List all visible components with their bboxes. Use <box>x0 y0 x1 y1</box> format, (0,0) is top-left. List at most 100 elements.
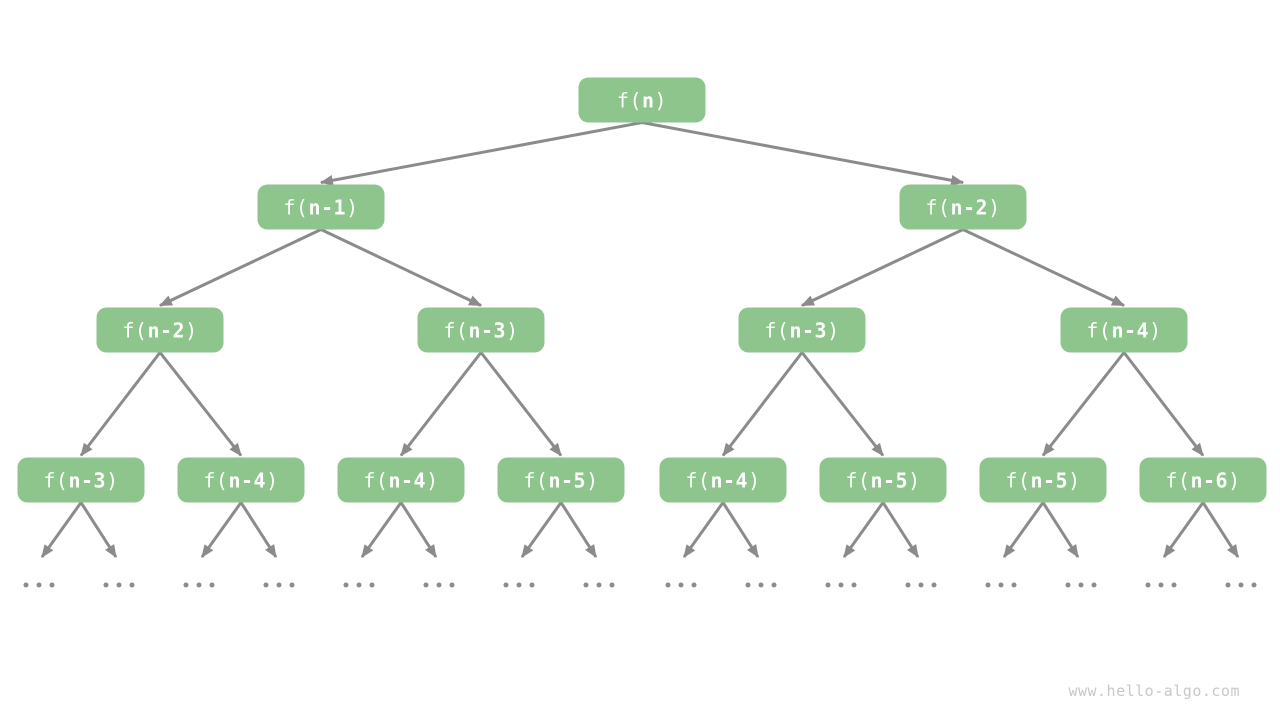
node-label-suffix: ) <box>1228 468 1241 492</box>
node-label-prefix: f( <box>845 468 871 492</box>
dot <box>825 582 831 588</box>
tree-node: f(n-3) <box>738 307 866 353</box>
node-label-prefix: f( <box>443 318 469 342</box>
ellipsis-dots <box>263 582 295 588</box>
dot <box>1065 582 1071 588</box>
node-label-var: n-2 <box>147 318 186 342</box>
tree-node: f(n-6) <box>1139 457 1267 503</box>
ellipsis-dots <box>23 582 55 588</box>
node-label-prefix: f( <box>203 468 229 492</box>
node-label-var: n-4 <box>1111 318 1150 342</box>
dot <box>1225 582 1231 588</box>
node-label-suffix: ) <box>748 468 761 492</box>
dot <box>931 582 937 588</box>
dot <box>1091 582 1097 588</box>
node-label-suffix: ) <box>586 468 599 492</box>
ellipsis-dots <box>1145 582 1177 588</box>
dot <box>691 582 697 588</box>
dot <box>23 582 29 588</box>
node-label-prefix: f( <box>764 318 790 342</box>
node-label-prefix: f( <box>616 88 642 112</box>
dot <box>583 582 589 588</box>
dot <box>1145 582 1151 588</box>
node-label-prefix: f( <box>925 195 951 219</box>
tree-node-root: f(n) <box>578 77 706 123</box>
node-label-prefix: f( <box>1086 318 1112 342</box>
dot <box>36 582 42 588</box>
dot <box>985 582 991 588</box>
node-label-var: n-4 <box>710 468 749 492</box>
tree-node: f(n-5) <box>497 457 625 503</box>
dot <box>529 582 535 588</box>
node-label-var: n-4 <box>388 468 427 492</box>
tree-node: f(n-2) <box>899 184 1027 230</box>
dot <box>49 582 55 588</box>
dot <box>263 582 269 588</box>
dot <box>678 582 684 588</box>
node-label-var: n-1 <box>308 195 347 219</box>
tree-node: f(n-5) <box>819 457 947 503</box>
tree-node: f(n-4) <box>659 457 787 503</box>
node-label-var: n-5 <box>870 468 909 492</box>
node-label-var: n-3 <box>468 318 507 342</box>
ellipsis-dots <box>343 582 375 588</box>
ellipsis-dots <box>103 582 135 588</box>
dot <box>1171 582 1177 588</box>
tree-node: f(n-4) <box>337 457 465 503</box>
node-label-var: n-3 <box>68 468 107 492</box>
watermark: www.hello-algo.com <box>1068 682 1240 700</box>
dot <box>745 582 751 588</box>
node-label-prefix: f( <box>122 318 148 342</box>
dot <box>1078 582 1084 588</box>
node-label-var: n-2 <box>950 195 989 219</box>
tree-node: f(n-3) <box>17 457 145 503</box>
dot <box>116 582 122 588</box>
node-label-var: n-3 <box>789 318 828 342</box>
ellipsis-dots <box>583 582 615 588</box>
node-label-suffix: ) <box>346 195 359 219</box>
node-label-var: n-5 <box>1030 468 1069 492</box>
ellipsis-dots <box>183 582 215 588</box>
dot <box>449 582 455 588</box>
node-label-prefix: f( <box>685 468 711 492</box>
tree-node: f(n-4) <box>1060 307 1188 353</box>
dot <box>1251 582 1257 588</box>
dot <box>503 582 509 588</box>
dot <box>369 582 375 588</box>
dot <box>196 582 202 588</box>
ellipsis-dots <box>985 582 1017 588</box>
node-label-prefix: f( <box>43 468 69 492</box>
node-label-suffix: ) <box>106 468 119 492</box>
ellipsis-dots <box>423 582 455 588</box>
dot <box>1011 582 1017 588</box>
dot <box>129 582 135 588</box>
dot <box>771 582 777 588</box>
dot <box>609 582 615 588</box>
dot <box>665 582 671 588</box>
node-label-prefix: f( <box>1165 468 1191 492</box>
ellipsis-dots <box>1225 582 1257 588</box>
node-label-suffix: ) <box>908 468 921 492</box>
node-label-var: n-5 <box>548 468 587 492</box>
tree-node: f(n-5) <box>979 457 1107 503</box>
ellipsis-dots <box>503 582 535 588</box>
dot <box>423 582 429 588</box>
dot <box>436 582 442 588</box>
node-label-suffix: ) <box>266 468 279 492</box>
dot <box>918 582 924 588</box>
node-label-prefix: f( <box>363 468 389 492</box>
ellipsis-dots <box>1065 582 1097 588</box>
ellipsis-dots <box>665 582 697 588</box>
node-label-suffix: ) <box>654 88 668 112</box>
node-label-prefix: f( <box>283 195 309 219</box>
tree-node: f(n-2) <box>96 307 224 353</box>
node-label-suffix: ) <box>185 318 198 342</box>
ellipsis-dots <box>825 582 857 588</box>
dot <box>838 582 844 588</box>
dot <box>209 582 215 588</box>
node-label-prefix: f( <box>523 468 549 492</box>
dot <box>276 582 282 588</box>
tree-node: f(n-3) <box>417 307 545 353</box>
